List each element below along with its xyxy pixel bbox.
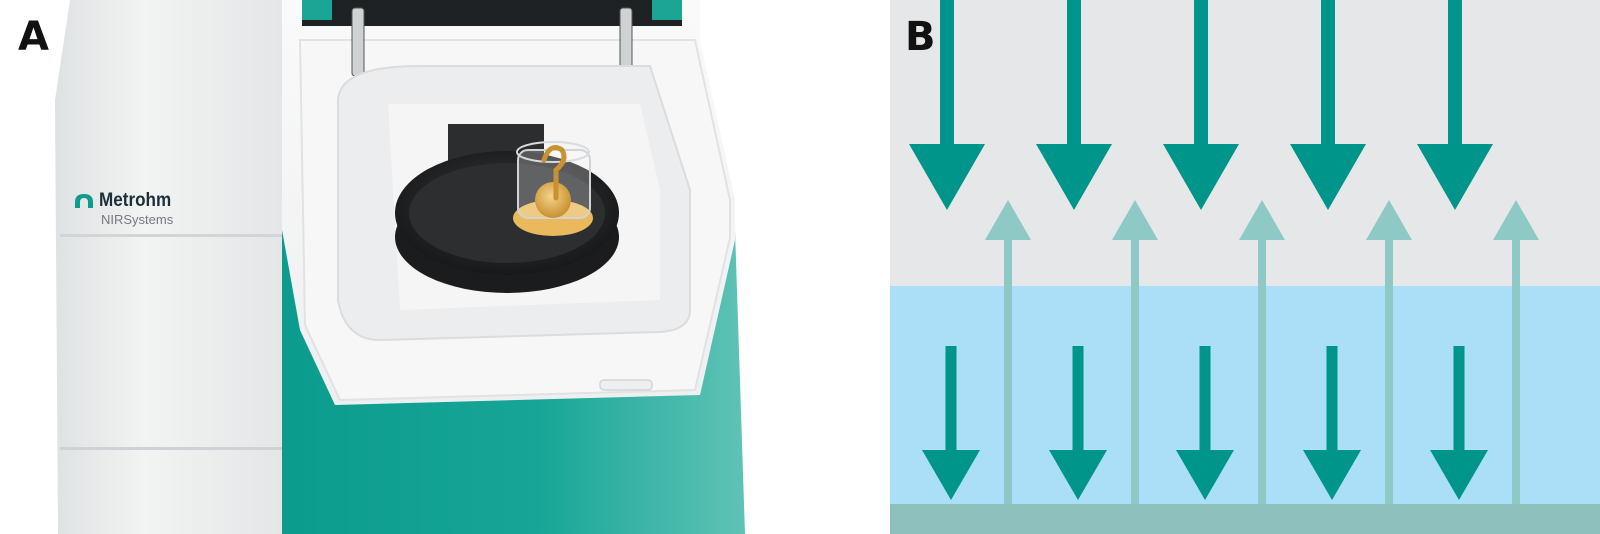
reflected-light-arrow-shaft bbox=[1131, 239, 1139, 504]
panel-b-light-path-diagram bbox=[890, 0, 1600, 534]
incident-light-arrow-head bbox=[909, 144, 985, 210]
incident-light-arrow-shaft bbox=[1448, 0, 1462, 145]
reflected-light-arrow-head bbox=[1112, 200, 1158, 240]
incident-light-arrow-shaft bbox=[940, 0, 954, 145]
transmitted-light-arrow-shaft bbox=[1199, 346, 1211, 451]
transmitted-light-arrow-head bbox=[922, 450, 980, 500]
case-seam-line bbox=[60, 234, 282, 237]
incident-light-arrow-shaft bbox=[1067, 0, 1081, 145]
transmitted-light-arrow bbox=[1176, 346, 1234, 500]
reflected-light-arrow-head bbox=[1493, 200, 1539, 240]
incident-light-arrow-shaft bbox=[1321, 0, 1335, 145]
transmitted-light-arrow bbox=[922, 346, 980, 500]
front-slot bbox=[599, 379, 653, 391]
lid-spring-left bbox=[351, 7, 365, 77]
reflected-light-arrow-shaft bbox=[1004, 239, 1012, 504]
panel-label-a: A bbox=[18, 14, 49, 60]
incident-light-arrow bbox=[1036, 0, 1112, 210]
transmitted-light-arrow-head bbox=[1176, 450, 1234, 500]
reflected-light-arrow-shaft bbox=[1385, 239, 1393, 504]
incident-light-arrow-head bbox=[1163, 144, 1239, 210]
reflected-light-arrow-head bbox=[1366, 200, 1412, 240]
metrohm-logo-icon bbox=[75, 194, 93, 208]
transmitted-light-arrow bbox=[1430, 346, 1488, 500]
reflected-light-arrow-shaft bbox=[1512, 239, 1520, 504]
lid-opening bbox=[302, 0, 682, 26]
incident-light-arrow-head bbox=[1036, 144, 1112, 210]
sample-liquid-zone bbox=[890, 286, 1600, 534]
reflected-light-arrow bbox=[1366, 200, 1412, 504]
instrument-side-case bbox=[55, 0, 282, 534]
brass-weight bbox=[535, 182, 571, 218]
transmitted-light-arrow-shaft bbox=[1326, 346, 1338, 451]
reflected-light-arrow bbox=[1112, 200, 1158, 504]
glass-cup-rim bbox=[516, 141, 590, 163]
incident-light-arrow-head bbox=[1417, 144, 1493, 210]
transmitted-light-arrow-head bbox=[1430, 450, 1488, 500]
transmitted-light-arrow-head bbox=[1303, 450, 1361, 500]
lid-teal-edge bbox=[652, 0, 682, 20]
panel-a-instrument-photo: Metrohm NIRSystems bbox=[55, 0, 745, 534]
transmitted-light-arrow bbox=[1049, 346, 1107, 500]
reflected-light-arrow-head bbox=[1239, 200, 1285, 240]
panel-label-b: B bbox=[905, 14, 936, 60]
transmitted-light-arrow-shaft bbox=[1453, 346, 1465, 451]
reflected-light-arrow bbox=[985, 200, 1031, 504]
light-path-diagram bbox=[890, 0, 1600, 534]
incident-light-arrow bbox=[1290, 0, 1366, 210]
incident-light-arrow bbox=[909, 0, 985, 210]
case-seam-line bbox=[60, 447, 282, 450]
transmitted-light-arrow-shaft bbox=[1072, 346, 1084, 451]
incident-light-arrow-shaft bbox=[1194, 0, 1208, 145]
reflected-light-arrow bbox=[1239, 200, 1285, 504]
brand-subtitle: NIRSystems bbox=[101, 212, 174, 227]
transmitted-light-arrow bbox=[1303, 346, 1361, 500]
incident-light-arrow bbox=[1417, 0, 1493, 210]
transmitted-light-arrow-shaft bbox=[945, 346, 957, 451]
lid-teal-edge bbox=[302, 0, 332, 20]
nir-analyzer-illustration bbox=[55, 0, 745, 534]
reflected-light-arrow-shaft bbox=[1258, 239, 1266, 504]
sample-base-strip bbox=[890, 504, 1600, 534]
weight-hook bbox=[541, 145, 567, 201]
incident-light-arrow-head bbox=[1290, 144, 1366, 210]
reflected-light-arrow-head bbox=[985, 200, 1031, 240]
transmitted-light-arrow-head bbox=[1049, 450, 1107, 500]
incident-light-arrow bbox=[1163, 0, 1239, 210]
brand-name: Metrohm bbox=[99, 190, 172, 211]
reflected-light-arrow bbox=[1493, 200, 1539, 504]
